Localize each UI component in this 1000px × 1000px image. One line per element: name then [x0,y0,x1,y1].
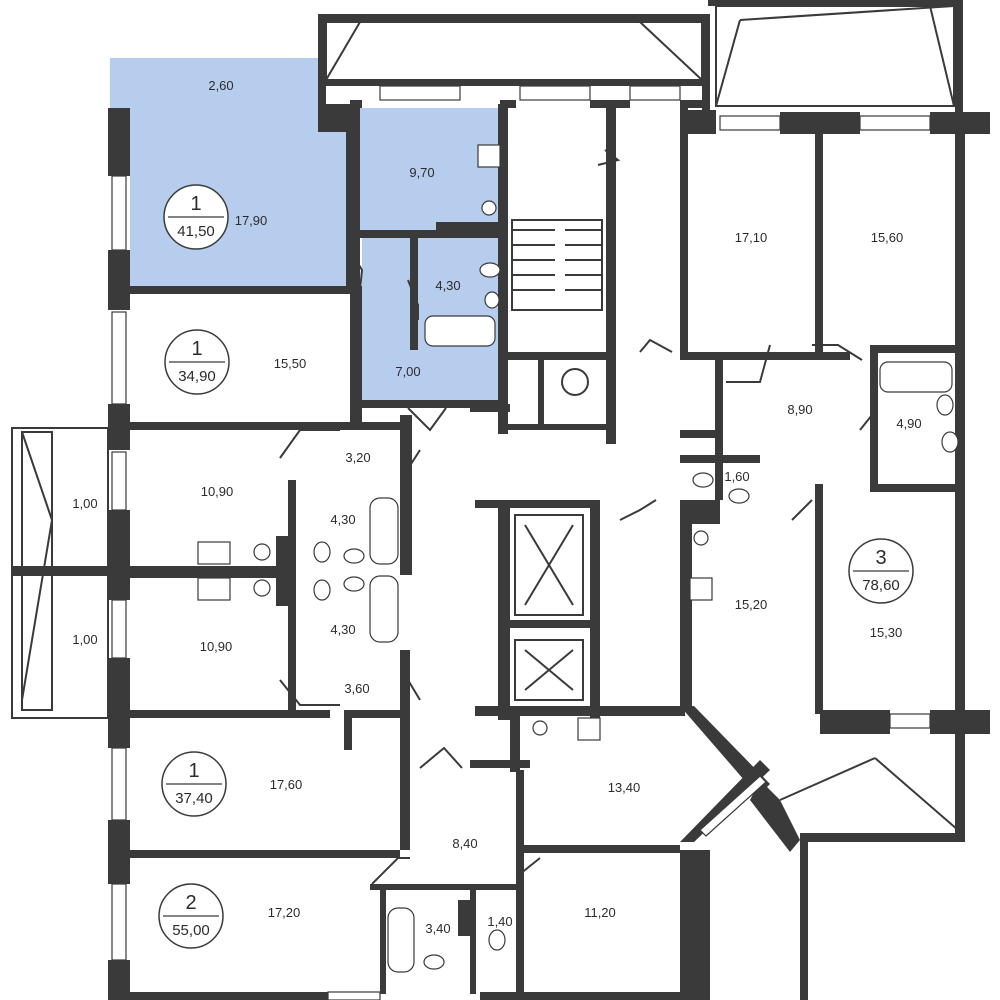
living-a-fill [130,108,356,290]
bath-c-area: 4,30 [330,622,355,637]
hall-d-area: 8,40 [452,836,477,851]
bottom-right-bay [779,738,959,835]
bedroom-e1-area: 17,10 [735,230,768,245]
walls [108,0,990,1000]
apartment-badge-e[interactable]: 3 78,60 [848,538,914,604]
apartment-area: 37,40 [175,790,213,807]
apartment-badge-b[interactable]: 1 34,90 [164,329,230,395]
living-a-area: 17,90 [235,213,268,228]
kitchen-e-area: 15,20 [735,597,768,612]
apartment-area: 34,90 [178,368,216,385]
apartment-rooms: 2 [185,892,196,914]
apartment-area: 78,60 [862,577,900,594]
door-swings [279,149,877,885]
apartment-rooms: 3 [875,547,886,569]
hall-b-area: 3,20 [345,450,370,465]
bath-b-area: 4,30 [330,512,355,527]
kitchen-b-area: 10,90 [201,484,234,499]
fixtures [197,144,959,973]
living-e-area: 15,30 [870,625,903,640]
left-balcony [11,427,109,719]
bedroom-e2-area: 15,60 [871,230,904,245]
bath-d-area: 3,40 [425,921,450,936]
room-labels: 2,60 17,90 9,70 4,30 7,00 15,50 3,20 10,… [72,78,921,936]
hall-c-area: 3,60 [344,681,369,696]
hall-a-area: 7,00 [395,364,420,379]
kitchen-a-fill [356,108,502,236]
apartment-badge-c[interactable]: 1 37,40 [161,751,227,817]
apartment-area: 55,00 [172,922,210,939]
bath-e-area: 4,90 [896,416,921,431]
living-d-area: 17,20 [268,905,301,920]
bath-a-area: 4,30 [435,278,460,293]
living-b-area: 15,50 [274,356,307,371]
kitchen-a-area: 9,70 [409,165,434,180]
balcony-left-2-area: 1,00 [72,632,97,647]
balcony-left-1-area: 1,00 [72,496,97,511]
kitchen-d-area: 13,40 [608,780,641,795]
wc-e-area: 1,60 [724,469,749,484]
top-bays [325,5,955,107]
bedroom-d-area: 11,20 [584,905,616,920]
hall-e-area: 8,90 [787,402,812,417]
apartment-area: 41,50 [177,223,215,240]
balcony-top-fill [110,58,318,110]
wc-d-area: 1,40 [487,914,512,929]
windows [111,85,931,1000]
apartment-rooms: 1 [188,760,199,782]
apartment-badge-d[interactable]: 2 55,00 [158,883,224,949]
apartment-badge-a[interactable]: 1 41,50 [163,184,229,250]
stair-lift-core [511,219,603,701]
living-c-area: 17,60 [270,777,303,792]
highlighted-apartment[interactable] [110,58,502,404]
apartment-rooms: 1 [191,338,202,360]
apartment-rooms: 1 [190,193,201,215]
balcony-top-area: 2,60 [208,78,233,93]
kitchen-c-area: 10,90 [200,639,233,654]
